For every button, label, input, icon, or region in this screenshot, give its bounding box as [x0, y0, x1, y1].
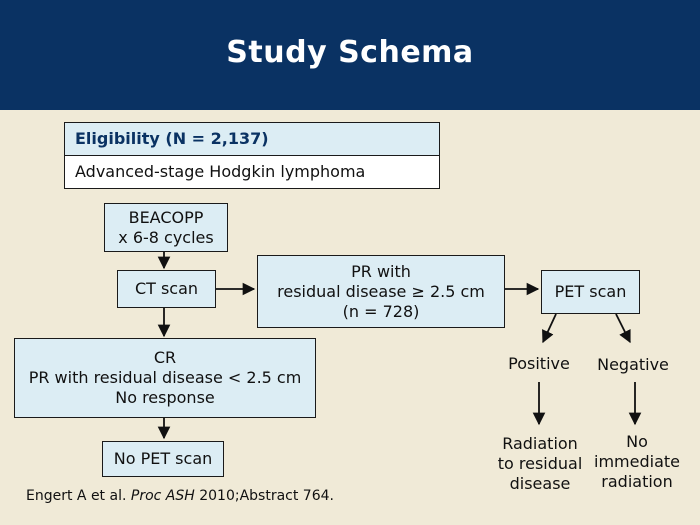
radiation-line3: disease — [509, 474, 571, 493]
no-radiation-line1: No — [626, 432, 648, 451]
eligibility-header: Eligibility (N = 2,137) — [65, 123, 439, 156]
no-radiation-text: No immediate radiation — [586, 432, 688, 492]
pr-residual-line3: (n = 728) — [342, 301, 420, 321]
title-banner: Study Schema — [0, 0, 700, 110]
negative-label: Negative — [597, 355, 669, 374]
no-pet-scan-label: No PET scan — [113, 449, 213, 468]
pet-scan-box: PET scan — [541, 270, 640, 314]
beacopp-line1: BEACOPP — [128, 207, 204, 227]
positive-label: Positive — [508, 354, 570, 373]
pr-residual-line2: residual disease ≥ 2.5 cm — [277, 281, 485, 301]
beacopp-line2: x 6-8 cycles — [118, 227, 214, 247]
reference-citation: Engert A et al. Proc ASH 2010;Abstract 7… — [26, 488, 334, 504]
radiation-line1: Radiation — [502, 434, 578, 453]
radiation-line2: to residual — [497, 454, 583, 473]
cr-group-line2: PR with residual disease < 2.5 cm — [28, 368, 302, 387]
no-radiation-line3: radiation — [601, 472, 673, 491]
eligibility-box: Eligibility (N = 2,137) Advanced-stage H… — [64, 122, 440, 189]
arrow-pet-to-negative — [615, 313, 631, 344]
cr-group-line3: No response — [115, 388, 215, 407]
pr-residual-line1: PR with — [351, 261, 411, 281]
ct-scan-label: CT scan — [134, 279, 199, 298]
reference-authors: Engert A et al. — [26, 488, 127, 504]
reference-rest: 2010;Abstract 764. — [199, 488, 334, 504]
pet-scan-label: PET scan — [554, 282, 627, 301]
arrow-pet-to-positive — [542, 313, 557, 344]
cr-group-line1: CR — [153, 348, 177, 367]
ct-scan-box: CT scan — [117, 270, 216, 308]
eligibility-description: Advanced-stage Hodgkin lymphoma — [75, 162, 366, 181]
pr-residual-box: PR with residual disease ≥ 2.5 cm (n = 7… — [257, 255, 505, 328]
no-pet-scan-box: No PET scan — [102, 441, 224, 477]
no-radiation-line2: immediate — [594, 452, 680, 471]
beacopp-box: BEACOPP x 6-8 cycles — [104, 203, 228, 252]
radiation-text: Radiation to residual disease — [488, 434, 592, 494]
reference-journal: Proc ASH — [130, 488, 195, 504]
cr-group-box: CR PR with residual disease < 2.5 cm No … — [14, 338, 316, 418]
page-title: Study Schema — [226, 35, 474, 70]
